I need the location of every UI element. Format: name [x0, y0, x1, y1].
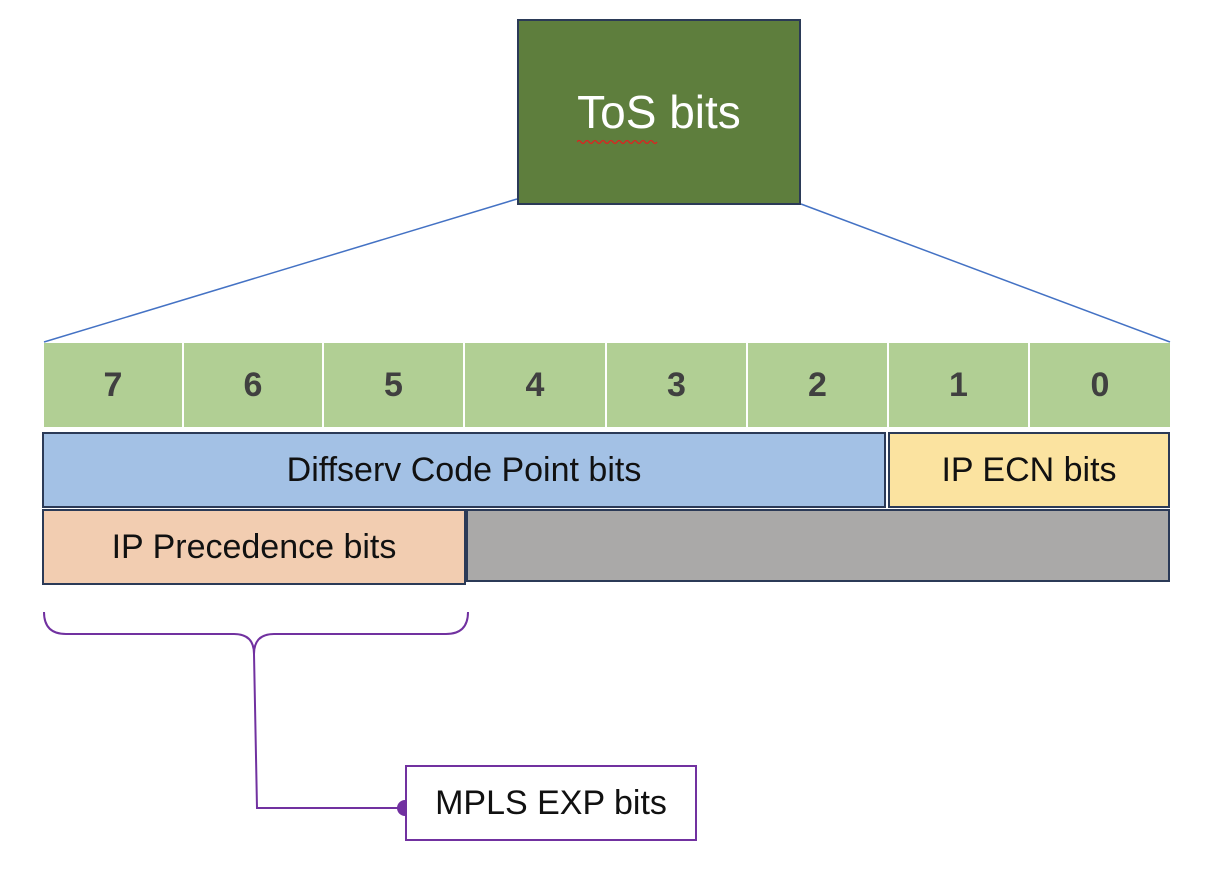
bit-cell-4: 4 [465, 343, 605, 427]
bit-cell-0: 0 [1030, 343, 1170, 427]
tos-bits-text: ToS bits [577, 86, 741, 138]
bit-cell-2: 2 [748, 343, 887, 427]
bit-label: 7 [103, 365, 123, 404]
precedence-bits-label: IP Precedence bits [111, 527, 397, 566]
dscp-bits-label: Diffserv Code Point bits [286, 450, 642, 489]
precedence-bits-box: IP Precedence bits [42, 509, 466, 585]
bit-label: 4 [525, 365, 545, 404]
bit-cell-1: 1 [889, 343, 1028, 427]
bit-label: 3 [667, 365, 686, 404]
tos-bits-box: ToS bits [517, 19, 801, 205]
bit-cell-3: 3 [607, 343, 746, 427]
mpls-exp-bits-box: MPLS EXP bits [405, 765, 697, 841]
spellcheck-squiggle [577, 139, 658, 145]
left-expansion-line [43, 198, 518, 343]
dscp-bits-box: Diffserv Code Point bits [42, 432, 886, 508]
bit-cell-6: 6 [184, 343, 322, 427]
bit-label: 5 [384, 365, 403, 404]
precedence-brace [43, 611, 469, 655]
unused-bits-box [466, 509, 1170, 582]
bit-label: 1 [949, 365, 968, 404]
tos-bits-label: ToS bits [577, 85, 741, 145]
bit-cell-7: 7 [44, 343, 182, 427]
bit-label: 6 [243, 365, 263, 404]
brace-to-mpls-line [253, 653, 405, 809]
mpls-exp-bits-label: MPLS EXP bits [435, 783, 667, 822]
bit-label: 0 [1090, 365, 1110, 404]
bit-cell-5: 5 [324, 343, 463, 427]
right-expansion-line [800, 203, 1171, 343]
ecn-bits-box: IP ECN bits [888, 432, 1170, 508]
bit-label: 2 [808, 365, 827, 404]
ecn-bits-label: IP ECN bits [941, 450, 1117, 489]
